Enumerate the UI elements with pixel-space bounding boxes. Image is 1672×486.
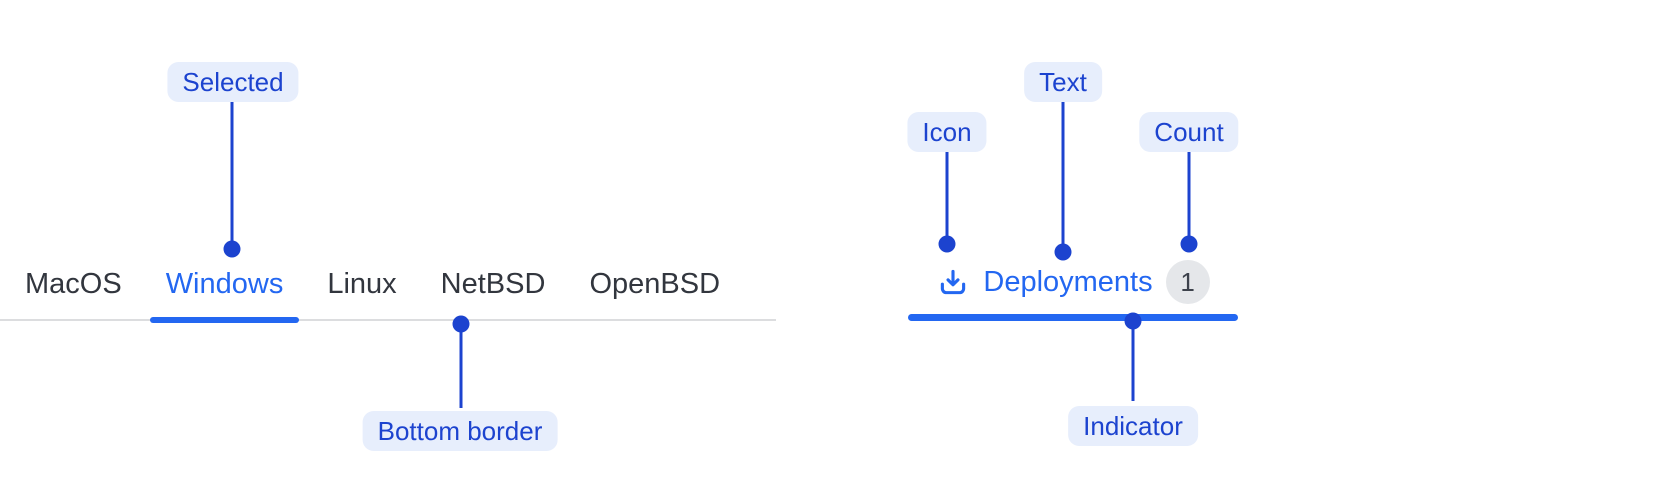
tab-openbsd[interactable]: OpenBSD [573,245,736,323]
annotation-selected-label: Selected [167,62,299,102]
annotation-bottom-border-connector-line [459,332,463,408]
annotation-icon-connector-line [945,152,949,237]
annotation-indicator-dot [1124,312,1142,330]
tab-windows-label: Windows [165,267,284,300]
annotation-icon-dot [938,235,956,253]
annotation-icon-label: Icon [907,112,987,152]
tab-strip-bottom-border [0,319,776,321]
tab-strip: MacOS Windows Linux NetBSD OpenBSD [9,245,736,323]
annotation-bottom-border-dot [452,315,470,333]
annotation-selected-connector-line [230,102,234,242]
tab-deployments-indicator [908,314,1238,321]
annotation-selected-dot [223,240,241,258]
tab-netbsd[interactable]: NetBSD [425,245,562,323]
annotation-indicator-connector-line [1131,329,1135,401]
annotation-text-label: Text [1024,62,1102,102]
tab-windows[interactable]: Windows [149,245,300,323]
tab-linux[interactable]: Linux [311,245,412,323]
tab-deployments-count-badge: 1 [1165,260,1210,304]
annotation-indicator-label: Indicator [1068,406,1198,446]
tab-netbsd-label: NetBSD [440,267,546,300]
download-icon [936,265,970,299]
annotation-count-connector-line [1187,152,1191,237]
annotation-text-connector-line [1061,102,1065,245]
annotation-text-dot [1054,243,1072,261]
tab-openbsd-label: OpenBSD [589,267,721,300]
annotation-bottom-border-label: Bottom border [362,411,558,451]
annotation-count-dot [1180,235,1198,253]
tab-windows-selected-underline [149,317,300,323]
tab-linux-label: Linux [327,267,397,300]
tab-deployments[interactable]: Deployments 1 [908,243,1238,321]
tab-deployments-label: Deployments [983,265,1153,298]
annotation-count-label: Count [1139,112,1239,152]
tab-macos-label: MacOS [25,267,122,300]
tab-macos[interactable]: MacOS [9,245,138,323]
